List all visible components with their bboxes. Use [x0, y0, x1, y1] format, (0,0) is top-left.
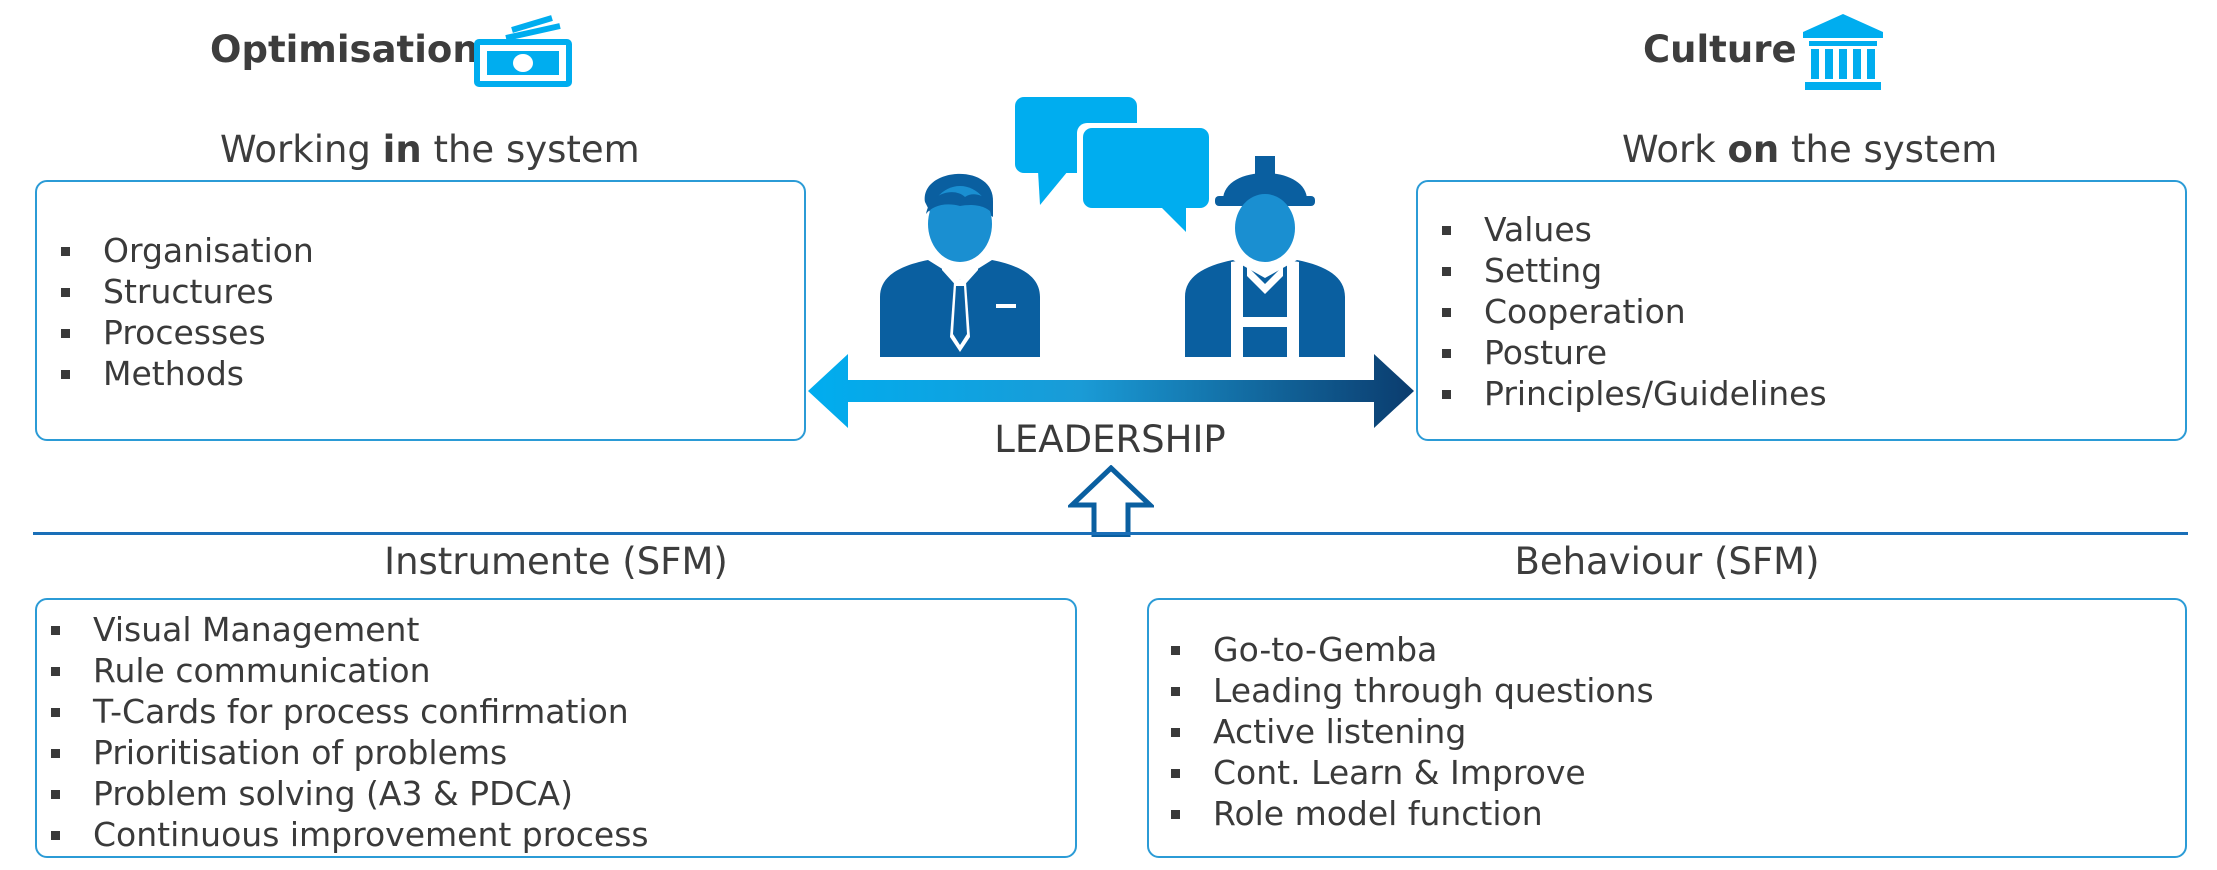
optimisation-heading: Optimisation — [210, 28, 479, 71]
optimisation-box: Organisation Structures Processes Method… — [35, 180, 806, 441]
double-arrow-icon — [808, 354, 1414, 428]
culture-list: Values Setting Cooperation Posture Princ… — [1442, 209, 1827, 414]
list-item: Cooperation — [1442, 291, 1827, 332]
worker-helmet-icon — [1185, 156, 1345, 357]
list-item: Processes — [61, 312, 314, 353]
working-in-system-subtitle: Working in the system — [220, 128, 640, 171]
list-item: Prioritisation of problems — [51, 732, 649, 773]
list-item: Rule communication — [51, 650, 649, 691]
optimisation-list: Organisation Structures Processes Method… — [61, 230, 314, 394]
speech-bubbles-icon — [1015, 97, 1213, 232]
instrumente-list: Visual Management Rule communication T-C… — [51, 609, 649, 855]
culture-title: Culture — [1643, 28, 1797, 71]
list-item: Cont. Learn & Improve — [1171, 752, 1654, 793]
list-item: Active listening — [1171, 711, 1654, 752]
behaviour-list: Go-to-Gemba Leading through questions Ac… — [1171, 629, 1654, 834]
divider-line — [33, 532, 2188, 535]
list-item: Principles/Guidelines — [1442, 373, 1827, 414]
up-arrow-icon — [1068, 465, 1154, 537]
bank-building-icon — [1803, 14, 1883, 90]
list-item: Values — [1442, 209, 1827, 250]
instrumente-box: Visual Management Rule communication T-C… — [35, 598, 1077, 858]
work-on-system-subtitle: Work on the system — [1622, 128, 1998, 171]
culture-heading: Culture — [1643, 28, 1797, 71]
list-item: Leading through questions — [1171, 670, 1654, 711]
behaviour-box: Go-to-Gemba Leading through questions Ac… — [1147, 598, 2187, 858]
instrumente-title: Instrumente (SFM) — [384, 540, 728, 583]
leadership-label: LEADERSHIP — [994, 418, 1226, 461]
list-item: Role model function — [1171, 793, 1654, 834]
list-item: Posture — [1442, 332, 1827, 373]
culture-box: Values Setting Cooperation Posture Princ… — [1416, 180, 2187, 441]
optimisation-title: Optimisation — [210, 28, 479, 71]
list-item: Methods — [61, 353, 314, 394]
money-icon — [474, 15, 572, 87]
list-item: Go-to-Gemba — [1171, 629, 1654, 670]
manager-icon — [880, 173, 1040, 357]
list-item: Continuous improvement process — [51, 814, 649, 855]
list-item: Organisation — [61, 230, 314, 271]
list-item: T-Cards for process confirmation — [51, 691, 649, 732]
list-item: Problem solving (A3 & PDCA) — [51, 773, 649, 814]
list-item: Visual Management — [51, 609, 649, 650]
list-item: Structures — [61, 271, 314, 312]
behaviour-title: Behaviour (SFM) — [1514, 540, 1820, 583]
list-item: Setting — [1442, 250, 1827, 291]
